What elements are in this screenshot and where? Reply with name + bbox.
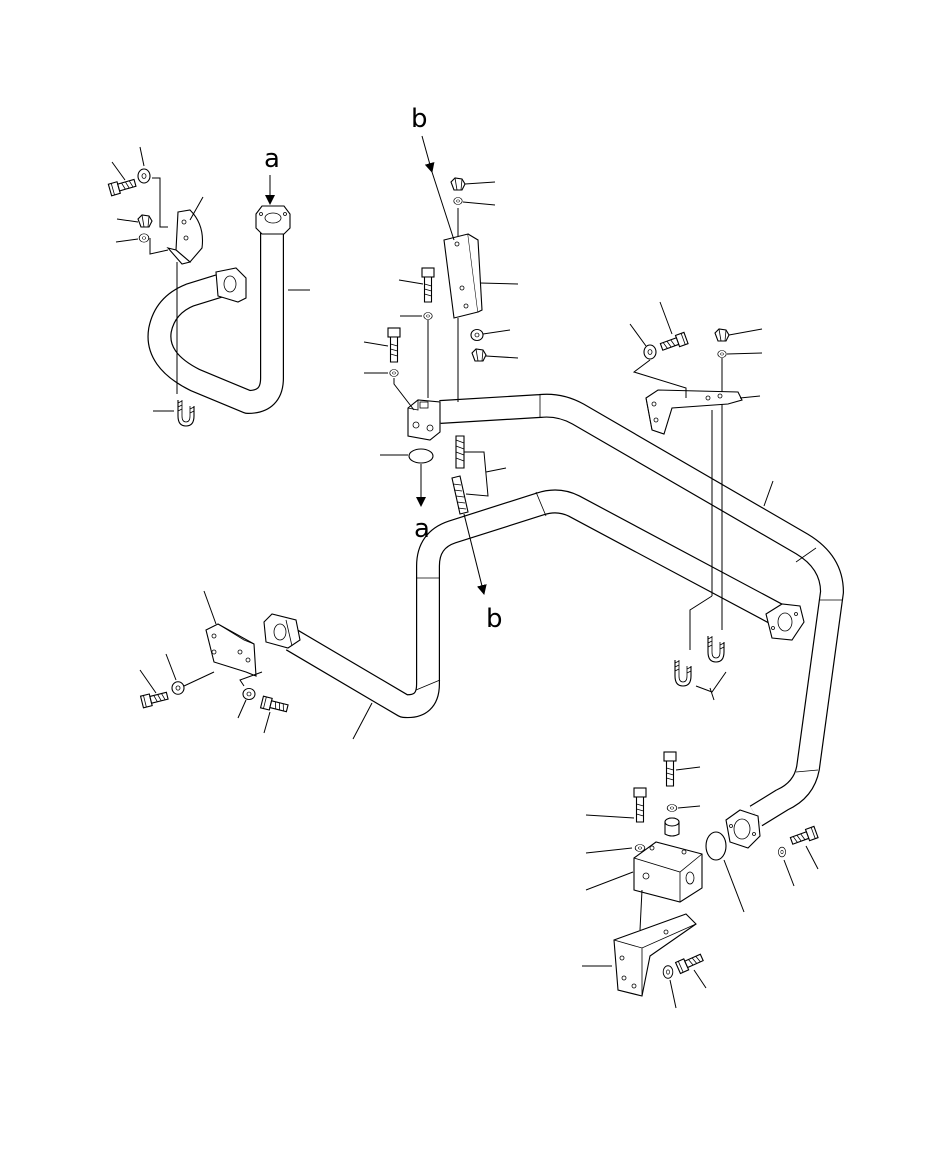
bolt-icon (675, 951, 705, 975)
block-icon (407, 399, 441, 441)
washer-icon (423, 312, 433, 320)
pipe-left-assembly (147, 205, 310, 414)
nut-icon (137, 214, 153, 228)
block-icon (633, 841, 703, 903)
washer-icon (242, 687, 256, 701)
bracket-left-top (166, 196, 204, 265)
bolt-icon (663, 751, 677, 787)
washer-icon (138, 233, 150, 243)
callout-b-mid: b (486, 604, 503, 634)
o-ring-icon (705, 831, 727, 861)
flange-icon (765, 603, 805, 641)
washer-icon (171, 681, 185, 695)
bolt-icon (259, 695, 290, 715)
washer-icon (634, 844, 646, 852)
u-bolt-icon (177, 399, 195, 427)
pipe-main-assembly (407, 393, 844, 827)
stud-icon (455, 435, 465, 469)
flange-icon (215, 267, 247, 303)
washer-icon (778, 846, 786, 858)
bracket-right-top (645, 389, 761, 435)
bolt-icon (421, 267, 435, 303)
bolt-icon (139, 689, 170, 709)
washer-icon (389, 369, 399, 377)
callout-a-mid: a (414, 514, 430, 544)
washer-icon (470, 328, 484, 342)
nut-icon (714, 328, 730, 342)
washer-icon (643, 344, 657, 360)
bracket-bottom (613, 913, 697, 997)
washer-icon (662, 965, 674, 979)
pipe-lower-assembly (263, 489, 805, 740)
bolt-icon (387, 327, 401, 363)
bolt-icon (658, 331, 689, 354)
washer-icon (453, 197, 463, 205)
u-bolt-icon (707, 635, 725, 663)
washer-icon (717, 350, 727, 358)
o-ring-icon (408, 448, 434, 464)
bracket-icon (645, 389, 743, 435)
stud-icon (451, 475, 469, 515)
spacer-icon (664, 817, 680, 837)
bolt-icon (633, 787, 647, 823)
washer-icon (137, 168, 151, 184)
bolt-icon (788, 825, 819, 848)
bracket-center-top (443, 233, 519, 319)
bracket-left-mid (203, 590, 257, 677)
bolt-icon (107, 176, 138, 197)
bracket-icon (613, 913, 697, 997)
callout-a-top: a (264, 144, 280, 174)
callout-b-top: b (411, 104, 428, 134)
flange-icon (255, 205, 291, 235)
nut-icon (450, 177, 466, 191)
flange-icon (263, 613, 301, 649)
nut-icon (471, 348, 487, 362)
u-bolt-icon (674, 659, 692, 687)
washer-icon (666, 804, 678, 812)
flange-icon (725, 809, 761, 849)
